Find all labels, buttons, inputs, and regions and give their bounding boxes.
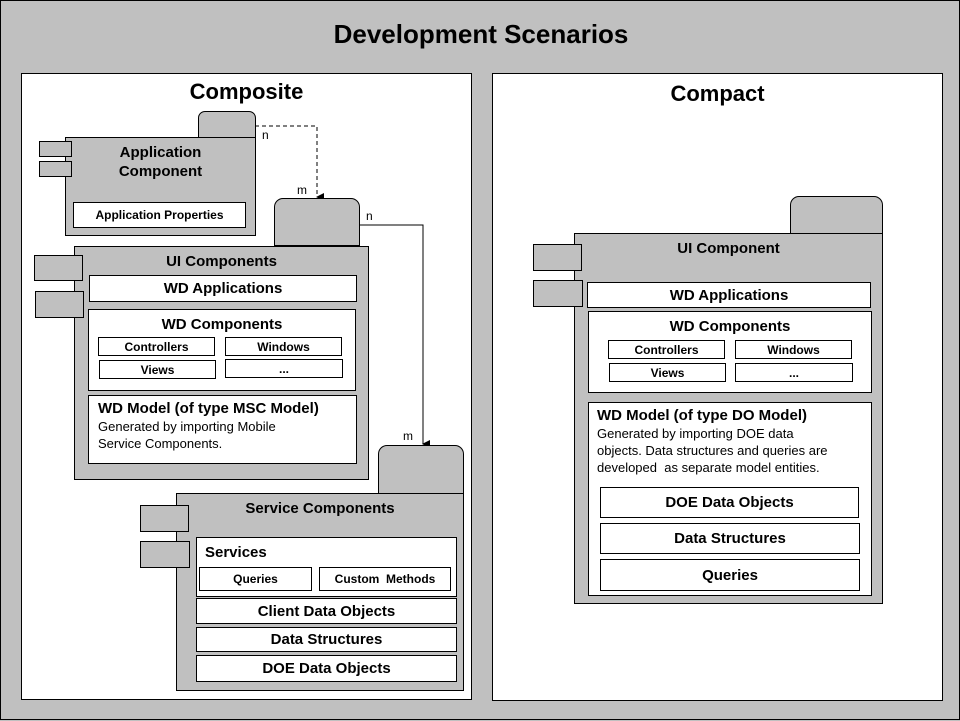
- client-data-objects: Client Data Objects: [196, 598, 457, 624]
- multiplicity-label: n: [366, 209, 373, 223]
- wd-components-item: Windows: [225, 337, 342, 356]
- wd-components-title: WD Components: [161, 316, 283, 333]
- wd-model-title: WD Model (of type DO Model): [597, 407, 807, 424]
- data-structures: Data Structures: [196, 627, 457, 652]
- component-lug: [39, 161, 72, 177]
- component-tab: [378, 445, 464, 494]
- doe-data-objects: DOE Data Objects: [600, 487, 859, 518]
- component-lug: [140, 505, 189, 532]
- services-item: Queries: [199, 567, 312, 591]
- component-lug: [533, 244, 582, 271]
- component-lug: [39, 141, 72, 157]
- component-lug: [34, 255, 83, 281]
- wd-components-item: Views: [99, 360, 216, 379]
- wd-components-title: WD Components: [669, 318, 791, 335]
- composite-heading: Composite: [189, 79, 304, 104]
- solid-connector: [359, 224, 430, 448]
- wd-components-item: ...: [735, 363, 853, 382]
- application-component-title: Application: [119, 144, 202, 161]
- service-components-title: Service Components: [245, 500, 395, 517]
- wd-components-item: Windows: [735, 340, 852, 359]
- wd-model-description: Generated by importing Mobile: [98, 419, 276, 434]
- queries: Queries: [600, 559, 860, 591]
- wd-applications: WD Applications: [89, 275, 357, 302]
- wd-components-item: Controllers: [608, 340, 725, 359]
- component-lug: [140, 541, 190, 568]
- component-tab: [198, 111, 256, 138]
- application-component-title: Component: [118, 163, 203, 180]
- wd-model-description: objects. Data structures and queries are: [597, 443, 828, 458]
- ui-components-title: UI Components: [166, 253, 277, 270]
- multiplicity-label: n: [262, 128, 269, 142]
- application-properties: Application Properties: [73, 202, 246, 228]
- multiplicity-label: m: [297, 183, 307, 197]
- page-title: Development Scenarios: [333, 19, 629, 49]
- wd-model-title: WD Model (of type MSC Model): [98, 400, 319, 417]
- multiplicity-label: m: [403, 429, 413, 443]
- component-lug: [35, 291, 84, 318]
- component-lug: [533, 280, 583, 307]
- data-structures: Data Structures: [600, 523, 860, 554]
- services-title: Services: [205, 544, 267, 561]
- wd-components-item: Views: [609, 363, 726, 382]
- wd-components-item: ...: [225, 359, 343, 378]
- component-tab: [790, 196, 883, 234]
- wd-components-item: Controllers: [98, 337, 215, 356]
- compact-heading: Compact: [670, 81, 765, 106]
- wd-model-description: developed as separate model entities.: [597, 460, 820, 475]
- wd-model-description: Service Components.: [98, 436, 223, 451]
- wd-applications: WD Applications: [587, 282, 871, 308]
- component-tab: [274, 198, 360, 246]
- doe-data-objects: DOE Data Objects: [196, 655, 457, 682]
- services-item: Custom Methods: [319, 567, 451, 591]
- ui-component-title: UI Component: [677, 240, 780, 257]
- wd-model: WD Model (of type MSC Model) Generated b…: [88, 395, 357, 464]
- wd-model-description: Generated by importing DOE data: [597, 426, 794, 441]
